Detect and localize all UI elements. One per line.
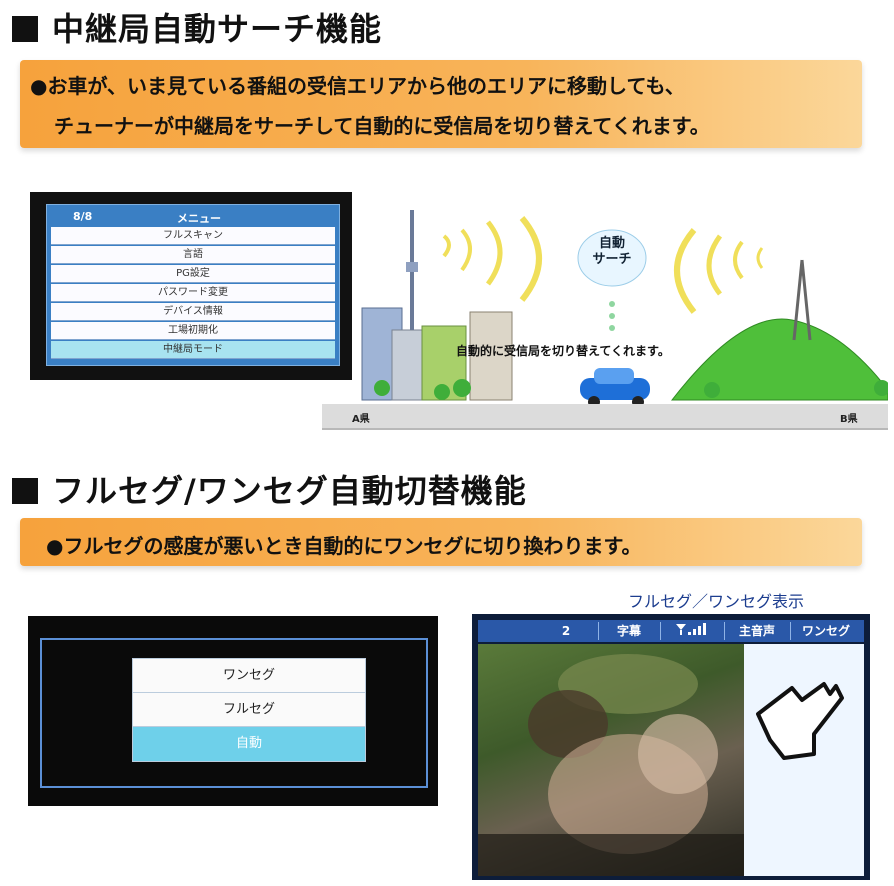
wave-right-2 [706,234,723,296]
bubble-dot-3 [609,325,615,331]
hill [670,318,888,401]
tree-2 [434,384,450,400]
section2-heading: フルセグ/ワンセグ自動切替機能 [12,466,527,512]
tree-3 [453,379,471,397]
car [580,378,650,400]
auto-search-bubble [577,229,647,287]
pointing-hand-icon [756,682,844,760]
tv-oneseg-button[interactable]: ワンセグ [790,622,861,640]
tree-5 [874,380,888,396]
menu-header: メニュー [177,212,221,225]
wave-left-2 [460,228,472,272]
menu-item-password[interactable]: パスワード変更 [51,284,335,302]
tv-status-bar: 2 字幕 主音声 ワンセグ [478,620,864,642]
ground-road [322,404,888,430]
menu-page-indicator: 8/8 [73,210,93,223]
sky-tower-deck [406,262,418,272]
section1-description: ●お車が、いま見ている番組の受信エリアから他のエリアに移動しても、 チューナーが… [20,60,862,148]
option-fullseg[interactable]: フルセグ [132,692,366,728]
wave-left-4 [519,216,542,302]
section1-heading: 中継局自動サーチ機能 [12,4,382,50]
heading-square-icon [12,478,38,504]
section2-title: フルセグ/ワンセグ自動切替機能 [52,472,527,510]
mode-select-screen: ワンセグ フルセグ 自動 [28,616,438,806]
section1-desc-line1: ●お車が、いま見ている番組の受信エリアから他のエリアに移動しても、 [30,74,685,98]
bubble-line2: サーチ [592,252,632,267]
broadcast-video-frame [478,644,744,876]
option-auto[interactable]: 自動 [132,726,366,762]
menu-item-language[interactable]: 言語 [51,246,335,264]
video-scene-image [478,654,744,876]
building-tan [469,311,513,401]
tv-screen: 2 字幕 主音声 ワンセグ [472,614,870,880]
section1-desc-line2: チューナーが中継局をサーチして自動的に受信局を切り替えてくれます。 [54,114,710,138]
menu-panel: 8/8 メニュー フルスキャン 言語 PG設定 パスワード変更 デバイス情報 工… [46,204,340,366]
bubble-dot-2 [609,313,615,319]
wave-right-4 [756,247,764,269]
bubble-line1: 自動 [598,236,625,251]
tv-side-panel [744,644,864,876]
menu-title-bar: 8/8 メニュー [47,205,339,227]
menu-item-device-info[interactable]: デバイス情報 [51,303,335,321]
label-prefecture-b: B県 [840,414,858,425]
relay-search-illustration [361,210,888,408]
option-oneseg[interactable]: ワンセグ [132,658,366,694]
relay-tower [792,259,804,341]
section2-description: ●フルセグの感度が悪いとき自動的にワンセグに切り換わります。 [20,518,862,566]
tv-channel: 2 [561,624,571,638]
signal-strength-icon [660,622,721,640]
tv-subtitle-button[interactable]: 字幕 [598,622,659,640]
menu-item-factory-reset[interactable]: 工場初期化 [51,322,335,340]
bubble-dot-1 [609,301,615,307]
section2-desc: ●フルセグの感度が悪いとき自動的にワンセグに切り換わります。 [46,534,642,558]
car-cabin [594,368,634,384]
illustration-caption: 自動的に受信局を切り替えてくれます。 [456,344,670,358]
wave-left-3 [485,220,503,286]
heading-square-icon [12,16,38,42]
menu-item-pg-settings[interactable]: PG設定 [51,265,335,283]
wave-right-1 [674,228,697,314]
tv-display-caption: フルセグ／ワンセグ表示 [628,592,805,611]
antenna-signal-icon [676,623,706,635]
wave-left-1 [442,234,451,258]
label-prefecture-a: A県 [352,414,370,425]
menu-item-relay-mode[interactable]: 中継局モード [51,341,335,359]
tv-audio-button[interactable]: 主音声 [724,622,789,640]
mode-select-frame: ワンセグ フルセグ 自動 [40,638,428,788]
section1-title: 中継局自動サーチ機能 [52,10,383,48]
wave-right-3 [733,240,744,280]
menu-screen: 8/8 メニュー フルスキャン 言語 PG設定 パスワード変更 デバイス情報 工… [30,192,352,380]
relay-tower-leg [800,259,812,341]
tree-4 [704,382,720,398]
auto-search-label: 自動 サーチ [590,236,634,268]
tree-1 [374,380,390,396]
menu-item-full-scan[interactable]: フルスキャン [51,227,335,245]
